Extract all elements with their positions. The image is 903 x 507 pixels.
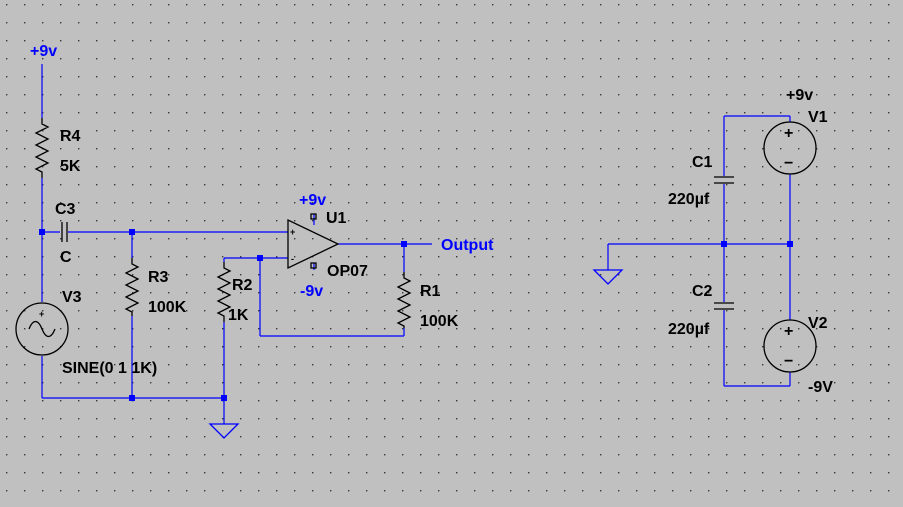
resistor-r4[interactable]: R4 5K [34, 118, 81, 178]
c1-value: 220µf [668, 191, 710, 208]
junctions [39, 229, 793, 401]
net-label-vee-opamp: -9v [300, 283, 323, 300]
junction-icon [39, 229, 45, 235]
r4-value: 5K [60, 158, 81, 175]
net-label-vcc-opamp: +9v [299, 192, 326, 209]
sine-source-icon [15, 302, 69, 356]
v2-ref: V2 [808, 315, 828, 332]
r2-value: 1K [228, 307, 249, 324]
v1-minus: − [784, 155, 793, 172]
u1-value: OP07 [327, 263, 368, 280]
v2-minus: − [784, 353, 793, 370]
voltage-source-v3[interactable]: + V3 SINE(0 1 1K) [15, 289, 157, 377]
opamp-u1[interactable]: + - U1 OP07 [287, 210, 368, 280]
dc-source-icon [763, 121, 817, 175]
junction-icon [129, 229, 135, 235]
capacitor-c2[interactable]: C2 220µf [668, 283, 734, 338]
capacitor-c1[interactable]: C1 220µf [668, 154, 734, 208]
r1-ref: R1 [420, 283, 441, 300]
junction-icon [721, 241, 727, 247]
resistor-icon [216, 262, 232, 322]
resistor-r2[interactable]: R2 1K [216, 262, 253, 324]
resistor-icon [34, 118, 50, 178]
resistor-r3[interactable]: R3 100K [124, 258, 187, 316]
ground-icon [208, 423, 240, 439]
c3-ref: C3 [55, 201, 76, 218]
resistor-icon [396, 272, 412, 328]
v2-plus: + [784, 323, 793, 340]
v3-value: SINE(0 1 1K) [62, 360, 157, 377]
dc-source-icon [763, 319, 817, 373]
v1-plus: + [784, 125, 793, 142]
grid-dots [6, 4, 890, 492]
u1-minus: - [291, 254, 294, 264]
c2-ref: C2 [692, 283, 713, 300]
resistor-r1[interactable]: R1 100K [396, 272, 459, 330]
u1-ref: U1 [326, 210, 347, 227]
v3-ref: V3 [62, 289, 82, 306]
net-label-vcc-top: +9v [30, 43, 57, 60]
voltage-source-v1[interactable]: + − V1 [763, 109, 828, 175]
r4-ref: R4 [60, 128, 81, 145]
c2-value: 220µf [668, 321, 710, 338]
v3-plus: + [39, 309, 44, 319]
opamp-icon [287, 218, 340, 270]
r1-value: 100K [420, 313, 459, 330]
capacitor-c3[interactable]: C3 C [55, 201, 76, 266]
net-label-vee-supply: -9V [808, 379, 833, 396]
u1-plus: + [290, 227, 295, 237]
r3-value: 100K [148, 299, 187, 316]
r2-ref: R2 [232, 277, 253, 294]
junction-icon [787, 241, 793, 247]
junction-icon [401, 241, 407, 247]
c3-value: C [60, 249, 72, 266]
ground-bottom [208, 423, 240, 439]
ground-icon [592, 269, 624, 285]
ground-supply [592, 269, 624, 285]
net-label-vcc-supply: +9v [786, 87, 813, 104]
v1-ref: V1 [808, 109, 828, 126]
junction-icon [257, 255, 263, 261]
junction-icon [221, 395, 227, 401]
net-label-output: Output [441, 237, 494, 254]
junction-icon [129, 395, 135, 401]
c1-ref: C1 [692, 154, 713, 171]
voltage-source-v2[interactable]: + − V2 [763, 315, 828, 373]
resistor-icon [124, 258, 140, 316]
r3-ref: R3 [148, 269, 169, 286]
